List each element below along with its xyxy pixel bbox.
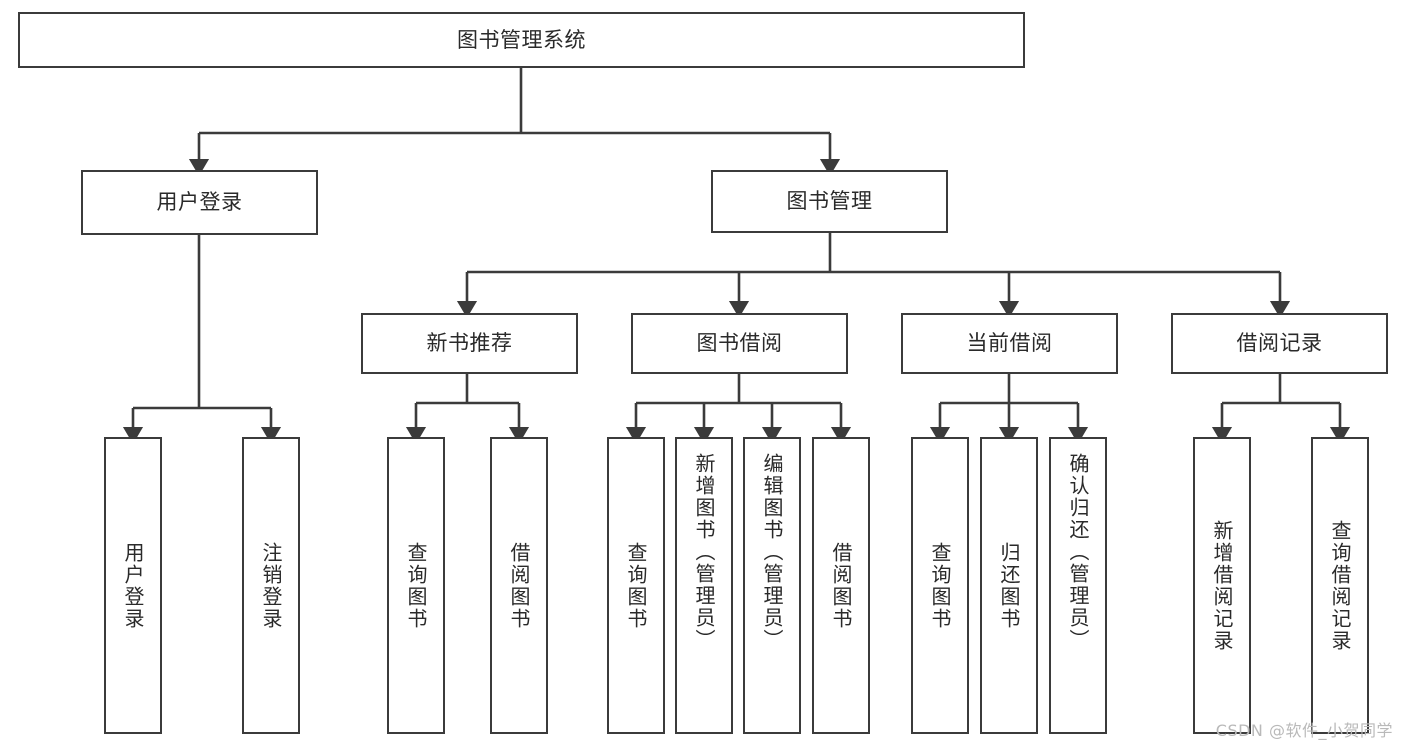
- leaf-user-login[interactable]: 用户登录: [104, 437, 162, 734]
- node-book-management-label: 图书管理: [786, 189, 873, 214]
- leaf-user-login-label: 用户登录: [121, 541, 145, 630]
- node-book-borrow[interactable]: 图书借阅: [631, 313, 848, 374]
- leaf-bb-borrow-book[interactable]: 借阅图书: [812, 437, 870, 734]
- leaf-bb-add-book-admin-label: 新增图书（管理员）: [692, 453, 716, 651]
- node-new-book-recommend-label: 新书推荐: [426, 331, 513, 356]
- leaf-nb-borrow-book-label: 借阅图书: [507, 541, 531, 630]
- node-borrow-record[interactable]: 借阅记录: [1171, 313, 1388, 374]
- leaf-bb-query-book[interactable]: 查询图书: [607, 437, 665, 734]
- leaf-br-add-record-label: 新增借阅记录: [1210, 519, 1234, 652]
- node-user-login[interactable]: 用户登录: [81, 170, 318, 235]
- leaf-nb-query-book-label: 查询图书: [404, 541, 428, 630]
- leaf-cb-confirm-return-admin-label: 确认归还（管理员）: [1066, 453, 1090, 651]
- leaf-logout-label: 注销登录: [259, 541, 283, 630]
- leaf-cb-query-book[interactable]: 查询图书: [911, 437, 969, 734]
- leaf-cb-query-book-label: 查询图书: [928, 541, 952, 630]
- leaf-logout[interactable]: 注销登录: [242, 437, 300, 734]
- node-book-borrow-label: 图书借阅: [696, 331, 783, 356]
- node-root-system[interactable]: 图书管理系统: [18, 12, 1025, 68]
- leaf-bb-edit-book-admin-label: 编辑图书（管理员）: [760, 453, 784, 651]
- csdn-watermark: CSDN @软件_小贺同学: [1215, 721, 1393, 740]
- node-current-borrow[interactable]: 当前借阅: [901, 313, 1118, 374]
- node-new-book-recommend[interactable]: 新书推荐: [361, 313, 578, 374]
- leaf-bb-edit-book-admin[interactable]: 编辑图书（管理员）: [743, 437, 801, 734]
- node-book-management[interactable]: 图书管理: [711, 170, 948, 233]
- node-user-login-label: 用户登录: [156, 190, 243, 215]
- node-root-system-label: 图书管理系统: [457, 27, 586, 52]
- leaf-cb-return-book-label: 归还图书: [997, 541, 1021, 630]
- leaf-bb-borrow-book-label: 借阅图书: [829, 541, 853, 630]
- leaf-bb-add-book-admin[interactable]: 新增图书（管理员）: [675, 437, 733, 734]
- leaf-br-add-record[interactable]: 新增借阅记录: [1193, 437, 1251, 734]
- leaf-nb-borrow-book[interactable]: 借阅图书: [490, 437, 548, 734]
- leaf-bb-query-book-label: 查询图书: [624, 541, 648, 630]
- node-borrow-record-label: 借阅记录: [1236, 331, 1323, 356]
- leaf-br-query-record[interactable]: 查询借阅记录: [1311, 437, 1369, 734]
- leaf-cb-return-book[interactable]: 归还图书: [980, 437, 1038, 734]
- node-current-borrow-label: 当前借阅: [966, 331, 1053, 356]
- leaf-nb-query-book[interactable]: 查询图书: [387, 437, 445, 734]
- leaf-br-query-record-label: 查询借阅记录: [1328, 519, 1352, 652]
- leaf-cb-confirm-return-admin[interactable]: 确认归还（管理员）: [1049, 437, 1107, 734]
